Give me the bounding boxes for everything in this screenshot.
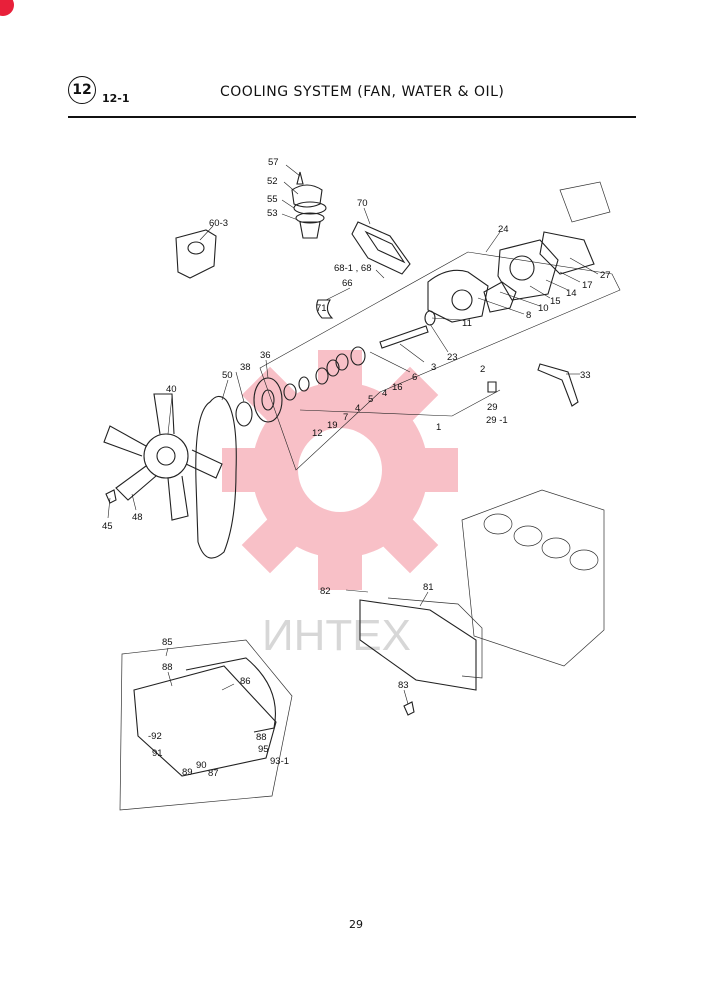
callout-86: 86 (240, 676, 251, 687)
callout-1: 1 (436, 422, 441, 433)
bypass-hose (316, 299, 334, 319)
oil-cooler-inset-frame (119, 639, 293, 811)
callout-71: 71 (316, 303, 327, 314)
leader-lines (107, 164, 599, 705)
callout-7: 7 (343, 412, 348, 423)
callout-12: 12 (312, 428, 323, 439)
callout-29-1: 29 -1 (486, 415, 508, 426)
corner-marker (0, 0, 14, 16)
cooling-fan (103, 393, 223, 521)
callout-11: 11 (462, 318, 472, 329)
thermostat-housing (175, 229, 217, 279)
bolt-29 (487, 381, 497, 393)
callout-66: 66 (342, 278, 353, 289)
callout-15: 15 (550, 296, 561, 307)
callout-45: 45 (102, 521, 113, 532)
section-number-badge: 12 (68, 76, 96, 104)
oil-cooler-cover (359, 599, 477, 691)
callout-2: 2 (480, 364, 485, 375)
bolt-83 (403, 701, 415, 716)
callout-4-lower: 4 (355, 403, 360, 414)
callout-5: 5 (368, 394, 373, 405)
page-header: 12 12-1 COOLING SYSTEM (FAN, WATER & OIL… (68, 74, 636, 116)
callout-16: 16 (392, 382, 403, 393)
callout-38: 38 (240, 362, 251, 373)
callout-24: 24 (498, 224, 509, 235)
callout-10: 10 (538, 303, 549, 314)
callout-19: 19 (327, 420, 338, 431)
bolt-45 (105, 489, 117, 504)
callout-88-upper: 88 (162, 662, 173, 673)
callout-29: 29 (487, 402, 498, 413)
engine-block-outline (461, 489, 605, 667)
callout-82: 82 (320, 586, 331, 597)
callout-6: 6 (412, 372, 417, 383)
callout-89: 89 (182, 767, 193, 778)
callout-88-lower: 88 (256, 732, 267, 743)
callout-68-1-68: 68-1 , 68 (334, 263, 372, 274)
callout-4-upper: 4 (382, 388, 387, 399)
callout-83: 83 (398, 680, 409, 691)
callout-33: 33 (580, 370, 591, 381)
callout-87: 87 (208, 768, 219, 779)
page-number: 29 (349, 918, 363, 931)
callout-27: 27 (600, 270, 611, 281)
part-callouts: 57 52 55 53 60-3 70 68-1 , 68 66 71 24 2… (102, 157, 611, 779)
callout-52: 52 (267, 176, 278, 187)
callout-60-3: 60-3 (209, 218, 228, 229)
callout-92: -92 (148, 731, 162, 742)
callout-55: 55 (267, 194, 278, 205)
callout-53: 53 (267, 208, 278, 219)
header-rule (68, 116, 636, 118)
callout-91: 91 (152, 748, 163, 759)
callout-81: 81 (423, 582, 434, 593)
callout-8: 8 (526, 310, 531, 321)
oil-cooler-plate (351, 221, 411, 275)
fan-belt (195, 395, 237, 559)
page-title: COOLING SYSTEM (FAN, WATER & OIL) (220, 84, 505, 100)
adjusting-bracket (537, 363, 579, 407)
oil-cooler-element (133, 665, 277, 777)
callout-50: 50 (222, 370, 233, 381)
callout-48: 48 (132, 512, 143, 523)
callout-36: 36 (260, 350, 271, 361)
callout-57: 57 (268, 157, 279, 168)
thermostat-assembly (291, 171, 327, 239)
callout-90: 90 (196, 760, 207, 771)
callout-95: 95 (258, 744, 269, 755)
pump-shaft-and-bearings (283, 310, 436, 401)
section-subnumber: 12-1 (102, 92, 130, 105)
callout-23: 23 (447, 352, 458, 363)
callout-85: 85 (162, 637, 173, 648)
assembly-frame-lines (259, 251, 621, 471)
callout-40: 40 (166, 384, 177, 395)
watermark-text: ИНТЕХ (262, 611, 411, 660)
callout-17: 17 (582, 280, 593, 291)
callout-14: 14 (566, 288, 577, 299)
water-pump-assembly (427, 181, 611, 323)
callout-3: 3 (431, 362, 436, 373)
callout-93-1: 93-1 (270, 756, 289, 767)
callout-70: 70 (357, 198, 368, 209)
